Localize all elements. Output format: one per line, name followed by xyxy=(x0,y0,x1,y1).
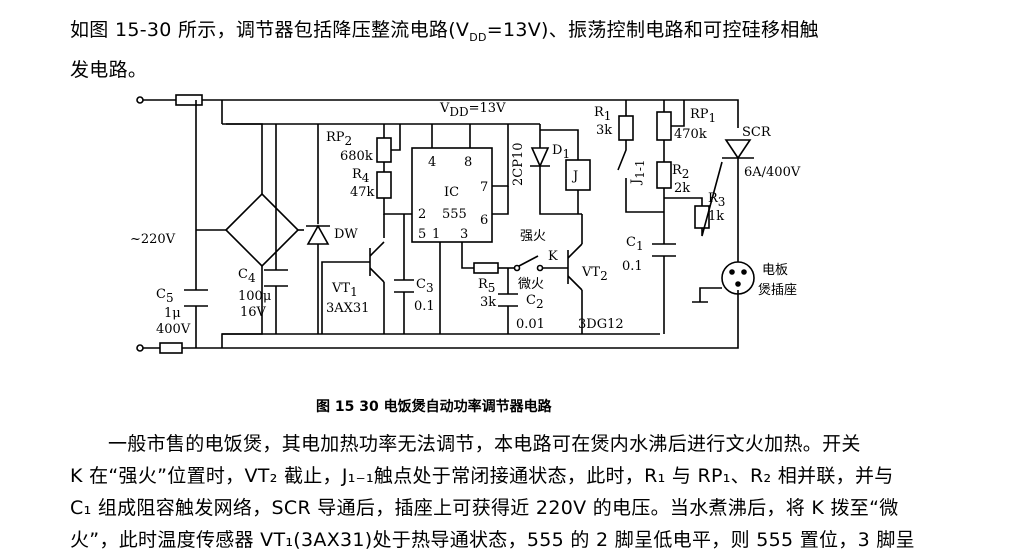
rp2-value: 680k xyxy=(340,149,373,164)
pin-6: 6 xyxy=(480,213,488,228)
pin-2: 2 xyxy=(418,207,426,222)
intro-line-2: 发电路。 xyxy=(70,58,148,81)
pin-3: 3 xyxy=(460,227,468,242)
rp2-label: RP2 xyxy=(326,130,352,148)
diode-2cp10-label: 2CP10 xyxy=(511,142,526,186)
switch-strong-label: 强火 xyxy=(520,229,546,244)
bridge-rectifier xyxy=(224,192,300,268)
c1-capacitor xyxy=(652,243,676,257)
pin-5: 5 xyxy=(418,227,426,242)
pin-4: 4 xyxy=(428,155,436,170)
c4-label: C4 xyxy=(238,267,256,285)
intro-paragraph: 如图 15-30 所示，调节器包括降压整流电路(VDD=13V)、振荡控制电路和… xyxy=(70,14,970,86)
vdd-label: VDD=13V xyxy=(439,101,506,119)
c5-value-2: 400V xyxy=(156,322,191,337)
switch-k-weak xyxy=(536,264,544,272)
fuse-bottom xyxy=(159,342,183,354)
c4-value-2: 16V xyxy=(240,305,267,320)
r4-label: R4 xyxy=(352,167,370,185)
scr-thyristor xyxy=(724,139,752,160)
diode-d1 xyxy=(530,147,550,168)
body-line-1: 一般市售的电饭煲，其电加热功率无法调节，本电路可在煲内水沸后进行文火加热。开关 xyxy=(108,433,861,455)
c2-capacitor xyxy=(498,293,518,307)
c3-label: C3 xyxy=(416,277,434,295)
intro-line-1-text: 如图 15-30 所示，调节器包括降压整流电路(V xyxy=(70,19,470,41)
ic-label: IC xyxy=(444,185,459,200)
vt1-type: 3AX31 xyxy=(326,301,369,316)
c5-value-1: 1μ xyxy=(164,306,181,321)
r1-value: 3k xyxy=(596,123,612,138)
c1-value: 0.1 xyxy=(622,259,643,274)
r1-resistor xyxy=(618,115,634,141)
c3-value: 0.1 xyxy=(414,299,435,314)
input-terminal-bottom xyxy=(136,344,144,352)
scr-label: SCR xyxy=(742,125,772,140)
ic-model: 555 xyxy=(442,207,467,222)
pin-7: 7 xyxy=(480,180,488,195)
relay-label: J xyxy=(571,169,578,184)
intro-vdd-subscript: DD xyxy=(469,30,487,44)
vt1-label: VT1 xyxy=(331,281,358,299)
intro-line-1: 如图 15-30 所示，调节器包括降压整流电路(VDD=13V)、振荡控制电路和… xyxy=(70,14,970,54)
r3-value: 1k xyxy=(708,209,724,224)
input-terminal-top xyxy=(136,96,144,104)
rp2-potentiometer xyxy=(376,137,392,163)
socket-label-2: 煲插座 xyxy=(758,282,797,298)
r1-label: R1 xyxy=(594,105,611,123)
socket xyxy=(721,261,755,295)
body-line-2: K 在“强火”位置时，VT₂ 截止，J₁₋₁触点处于常闭接通状态，此时，R₁ 与… xyxy=(70,465,894,487)
vt2-label: VT2 xyxy=(581,265,608,283)
r2-value: 2k xyxy=(674,181,690,196)
rp1-value: 470k xyxy=(674,127,707,142)
rp1-potentiometer xyxy=(656,111,672,141)
c1-label: C1 xyxy=(626,235,644,253)
c4-value-1: 100μ xyxy=(238,289,271,304)
r5-value: 3k xyxy=(480,295,496,310)
socket-label-1: 电板 xyxy=(762,263,788,278)
r3-label: R3 xyxy=(708,191,725,209)
r5-label: R5 xyxy=(478,277,495,295)
c5-capacitor xyxy=(184,289,208,307)
vt2-type: 3DG12 xyxy=(578,317,624,332)
c5-label: C5 xyxy=(156,287,174,305)
r5-resistor xyxy=(473,262,499,274)
figure-caption: 图 15 30 电饭煲自动功率调节器电路 xyxy=(316,399,552,415)
circuit-wires xyxy=(136,94,755,354)
dw-label: DW xyxy=(334,227,358,242)
intro-line-1-rest: =13V)、振荡控制电路和可控硅移相触 xyxy=(486,19,819,41)
body-line-3: C₁ 组成阻容触发网络，SCR 导通后，插座上可获得近 220V 的电压。当水煮… xyxy=(70,497,899,519)
r4-resistor xyxy=(376,171,392,199)
fuse-top xyxy=(175,94,203,106)
c2-value: 0.01 xyxy=(516,317,545,332)
scr-value: 6A/400V xyxy=(744,165,801,180)
body-line-4: 火”，此时温度传感器 VT₁(3AX31)处于热导通状态，555 的 2 脚呈低… xyxy=(70,529,915,551)
d1-label: D1 xyxy=(552,143,570,161)
switch-weak-label: 微火 xyxy=(518,277,544,292)
c4-capacitor xyxy=(264,269,288,287)
switch-k-label: K xyxy=(548,249,558,264)
zener-diode-dw xyxy=(306,224,330,245)
pin-1: 1 xyxy=(432,227,440,242)
r2-resistor xyxy=(656,161,672,189)
body-paragraph: 一般市售的电饭煲，其电加热功率无法调节，本电路可在煲内水沸后进行文火加热。开关 … xyxy=(70,428,970,556)
pin-8: 8 xyxy=(464,155,472,170)
j11-label: J1-1 xyxy=(629,159,647,186)
rp1-label: RP1 xyxy=(690,107,716,125)
switch-k-strong xyxy=(513,264,521,272)
r2-label: R2 xyxy=(672,163,689,181)
c2-label: C2 xyxy=(526,293,544,311)
ic-555 xyxy=(411,147,493,243)
c3-capacitor xyxy=(394,279,414,293)
r4-value: 47k xyxy=(350,185,375,200)
ac-input-label: ~220V xyxy=(130,232,176,247)
